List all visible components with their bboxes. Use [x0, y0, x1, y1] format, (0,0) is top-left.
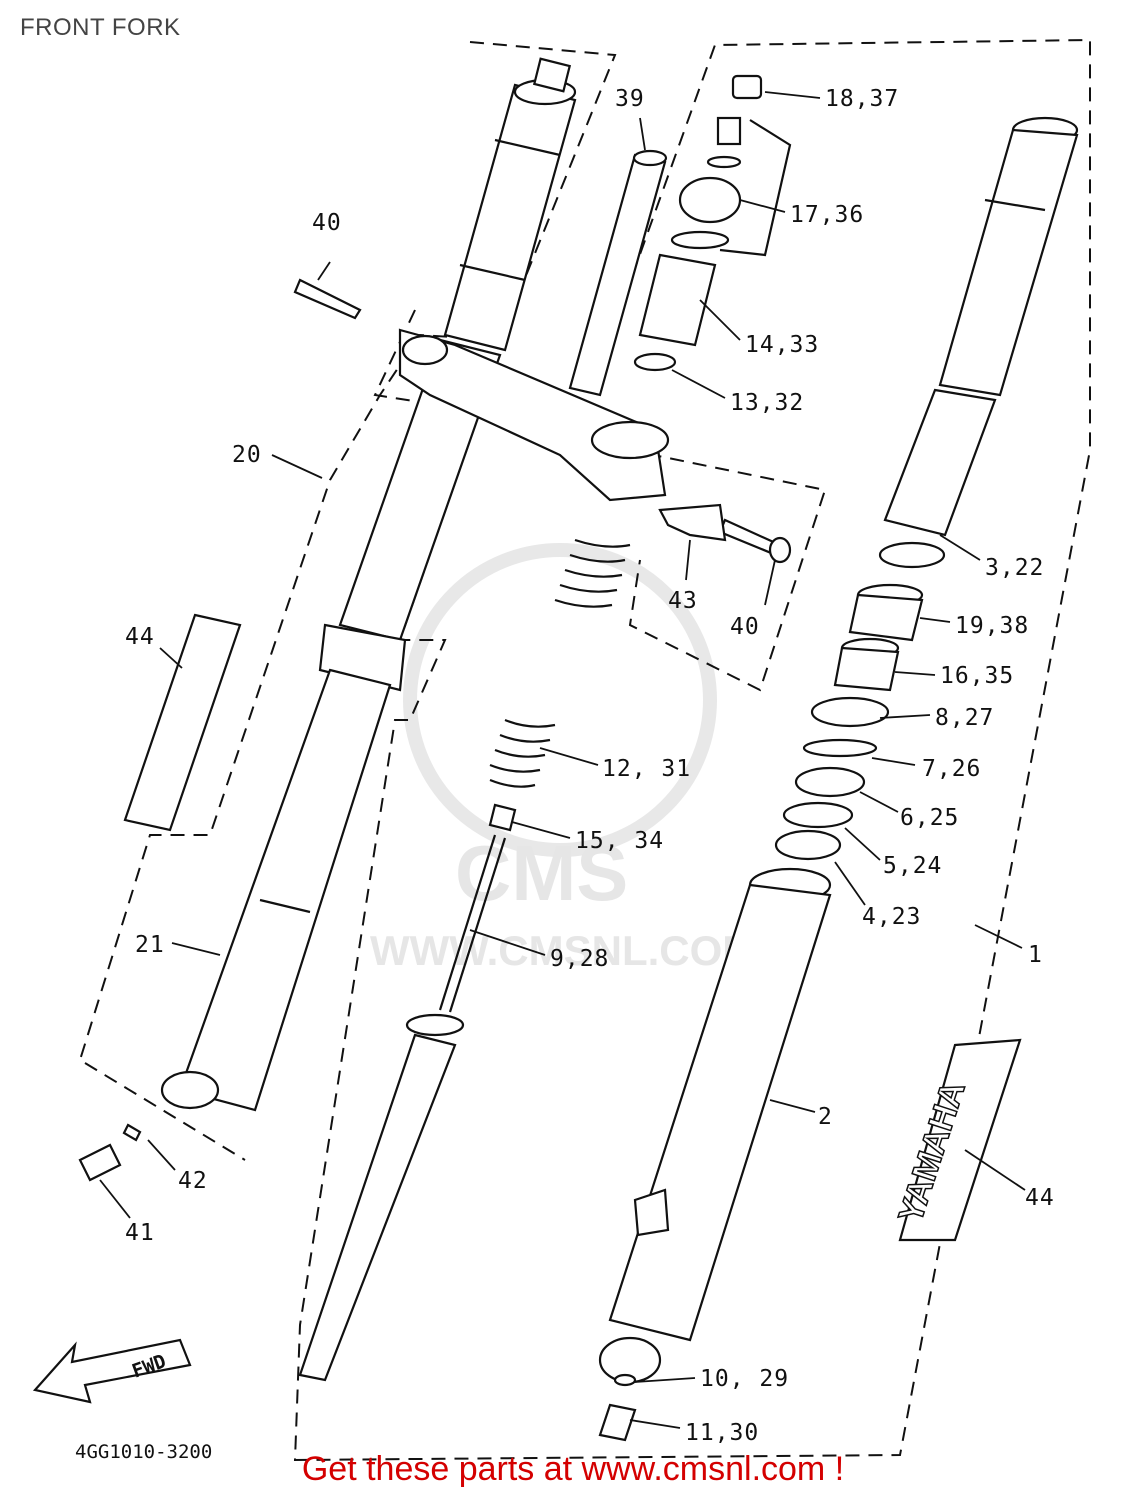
outer-slider-part-2: [598, 867, 832, 1384]
part-label: 13,32: [730, 390, 804, 416]
part-label: 3,22: [985, 555, 1044, 581]
part-label: 11,30: [685, 1420, 759, 1446]
part-label: 2: [818, 1104, 833, 1130]
axle-bolt-parts: [78, 1123, 142, 1182]
part-label: 20: [232, 442, 262, 468]
part-labels: 18,37 39 17,36 40 14,33 13,32 20 3,22 43…: [125, 86, 1055, 1446]
part-label: 14,33: [745, 332, 819, 358]
watermark-url: WWW.CMSNL.COM: [370, 927, 757, 974]
part-label: 40: [730, 614, 760, 640]
outer-tube-part-20: [318, 57, 577, 692]
dashed-group-center: [293, 38, 1091, 1462]
part-label: 19,38: [955, 613, 1029, 639]
part-label: 17,36: [790, 202, 864, 228]
drain-screw-parts: [598, 1373, 637, 1442]
leader-lines: [99, 91, 1026, 1429]
part-label: 41: [125, 1220, 155, 1246]
part-label: 12, 31: [602, 756, 691, 782]
part-label: 44: [125, 624, 155, 650]
part-label: 18,37: [825, 86, 899, 112]
seal-stack: [774, 583, 924, 861]
decal-strip-part-44: [123, 613, 242, 832]
yamaha-decal: YAMAHA: [891, 1038, 1022, 1242]
part-label: 44: [1025, 1185, 1055, 1211]
dashed-group-inner: [579, 439, 827, 692]
damper-rod-part-9: [298, 803, 517, 1382]
part-label: 15, 34: [575, 828, 664, 854]
part-label: 10, 29: [700, 1366, 789, 1392]
part-label: 4,23: [862, 904, 921, 930]
fork-bracket: [398, 328, 670, 502]
part-label: 39: [615, 86, 645, 112]
cap-bolt-assembly: [633, 74, 792, 372]
part-label: 1: [1028, 942, 1043, 968]
part-label: 7,26: [922, 756, 981, 782]
forward-arrow-icon: FWD: [32, 1338, 192, 1404]
fork-spring-part-12: [489, 538, 631, 788]
part-label: 9,28: [550, 946, 609, 972]
damper-rod-part-39: [568, 149, 668, 397]
part-label: 8,27: [935, 705, 994, 731]
dashed-group-left: [78, 41, 617, 1161]
lower-slider-part-21: [160, 668, 392, 1112]
cms-watermark: CMS WWW.CMSNL.COM: [370, 543, 757, 974]
part-label: 16,35: [940, 663, 1014, 689]
part-label: 21: [135, 932, 165, 958]
part-label: 40: [312, 210, 342, 236]
part-label: 5,24: [883, 853, 942, 879]
page-title: FRONT FORK: [20, 14, 181, 41]
part-label: 42: [178, 1168, 208, 1194]
part-label: 43: [668, 588, 698, 614]
diagram-code: 4GG1010-3200: [75, 1441, 212, 1463]
footer-link[interactable]: Get these parts at www.cmsnl.com !: [301, 1450, 845, 1488]
part-label: 6,25: [900, 805, 959, 831]
inner-tube-part-1: [878, 116, 1079, 569]
pinch-bolts: [293, 278, 792, 564]
